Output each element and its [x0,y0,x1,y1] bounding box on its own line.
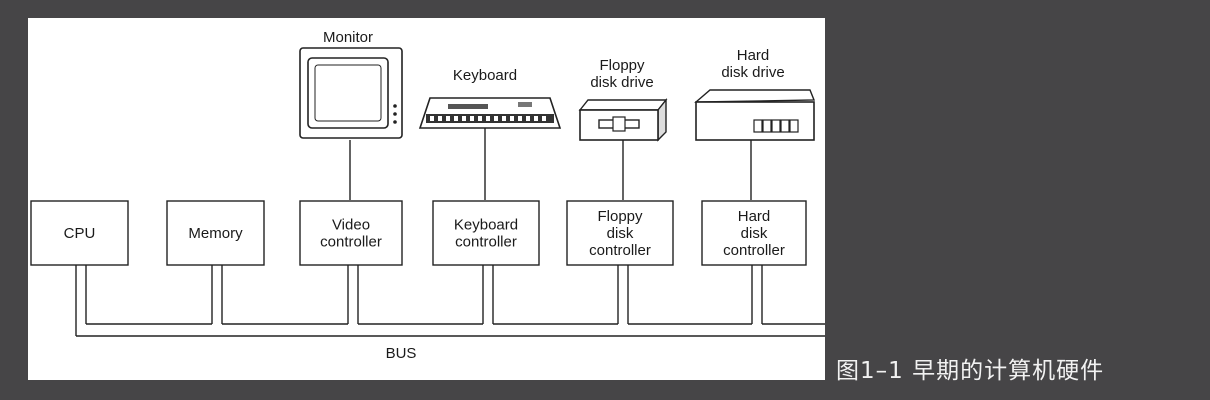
floppy-drive-icon [578,98,668,142]
floppy-disk-controller-label-line: disk [607,225,634,242]
keyboard-label: Keyboard [453,67,517,84]
figure-caption: 图1–1 早期的计算机硬件 [836,358,1105,384]
hard-drive-icon [694,89,816,141]
keyboard-controller-label-line: controller [455,234,517,251]
hard-disk-controller-label-line: controller [723,242,785,259]
cpu-label-line: CPU [64,225,96,242]
cpu-box: CPU [30,200,129,266]
monitor-icon [299,47,403,139]
keyboard-controller-label-line: Keyboard [454,217,518,234]
video-controller-label-line: controller [320,234,382,251]
hard-disk-controller-label-line: disk [741,225,768,242]
video-controller-label-line: Video [332,217,370,234]
hard-disk-controller-label-line: Hard [738,208,771,225]
monitor-label: Monitor [323,29,373,46]
hard-disk-drive-label: disk drive [721,64,784,81]
floppy-disk-drive-label: disk drive [590,74,653,91]
bus [75,265,825,337]
floppy-disk-drive-label: Floppy [599,57,645,74]
memory-label-line: Memory [188,225,243,242]
floppy-disk-controller-label-line: controller [589,242,651,259]
memory-box: Memory [166,200,265,266]
hard-disk-drive-label: Hard [737,47,770,64]
bus-label: BUS [386,345,417,362]
keyboard-icon [418,97,562,129]
floppy-disk-controller-label-line: Floppy [597,208,643,225]
